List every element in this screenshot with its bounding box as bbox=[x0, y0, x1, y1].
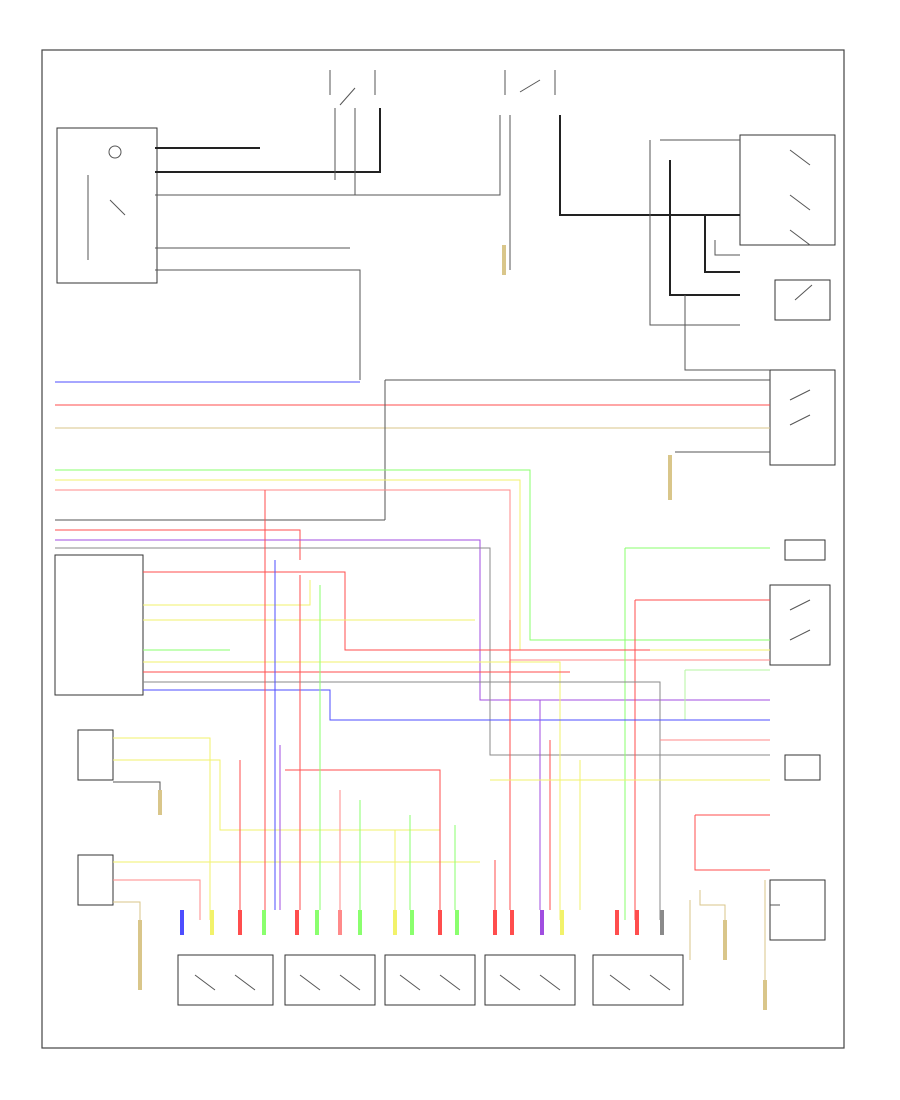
blower-switch bbox=[504, 70, 556, 95]
actuator-1 bbox=[177, 954, 274, 1006]
control-head bbox=[739, 134, 836, 321]
connector-pins bbox=[180, 910, 664, 935]
lamp-icon bbox=[108, 145, 122, 159]
ground-g2 bbox=[668, 455, 672, 500]
actuator-3 bbox=[384, 954, 476, 1006]
ecm-left bbox=[56, 127, 158, 284]
connector-left-a bbox=[77, 729, 114, 781]
ground-g1 bbox=[502, 245, 506, 275]
ac-compressor-module bbox=[329, 70, 376, 106]
module-right-lower bbox=[784, 754, 821, 781]
connector-left-b bbox=[77, 854, 114, 906]
fresh-air-motor bbox=[769, 539, 831, 666]
connector-left-block bbox=[54, 554, 144, 696]
pressure-sensor bbox=[592, 954, 684, 1006]
diagram-frame bbox=[41, 49, 845, 1049]
ground-g4 bbox=[138, 920, 142, 990]
ground-g3 bbox=[158, 790, 162, 815]
ground-g5 bbox=[723, 920, 767, 1010]
actuator-4 bbox=[484, 954, 576, 1006]
module-right-bottom bbox=[769, 879, 826, 941]
actuator-2 bbox=[284, 954, 376, 1006]
recirc-motor bbox=[769, 369, 836, 466]
